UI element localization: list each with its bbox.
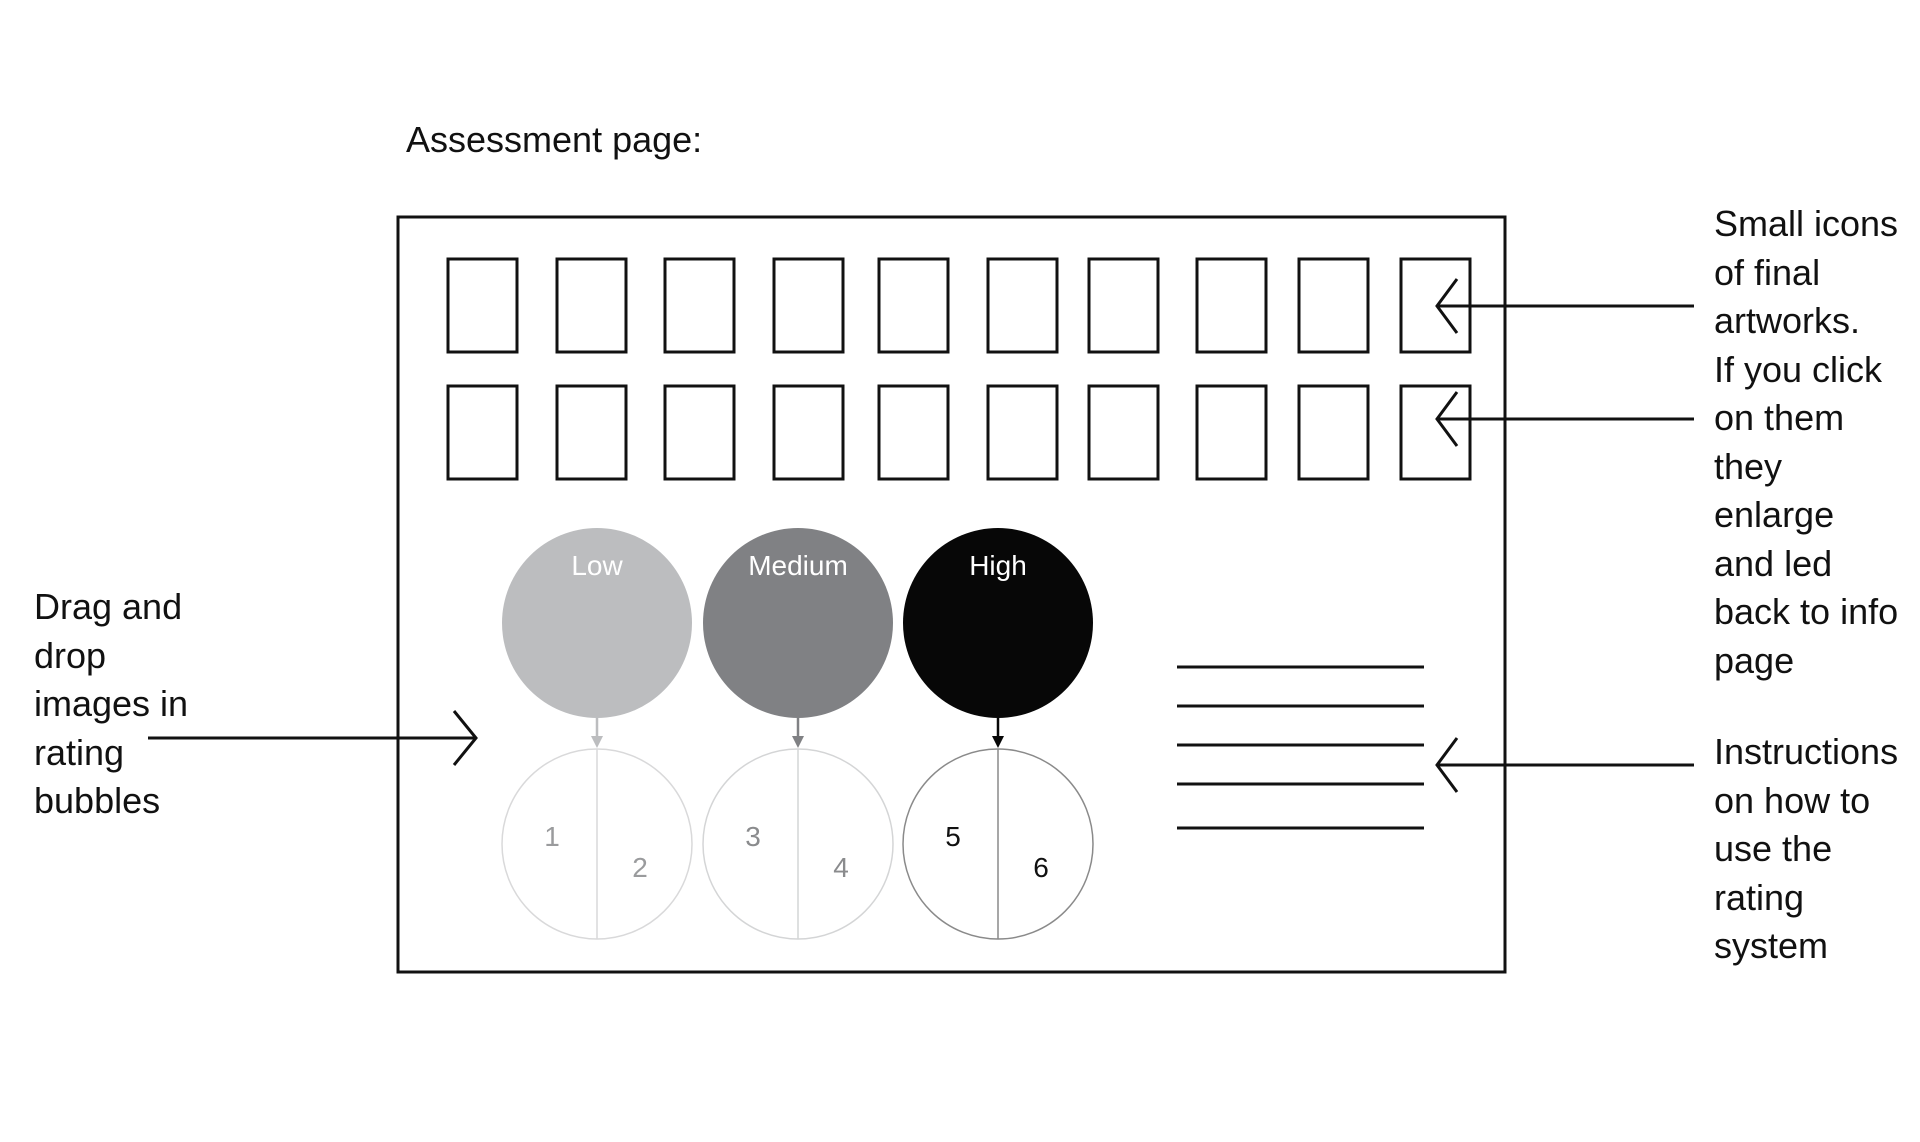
note-thumbnails: Small icons of final artworks. If you click… (1714, 200, 1898, 685)
arrow-head-icon (992, 736, 1004, 748)
artwork-thumbnail[interactable] (877, 384, 950, 481)
note-line: images in (34, 683, 189, 724)
drop-slot-number[interactable]: 6 (1033, 852, 1049, 883)
artwork-thumbnail[interactable] (1195, 257, 1268, 354)
rating-bubble-circle[interactable] (703, 528, 893, 718)
drop-slot-number[interactable]: 4 (833, 852, 849, 883)
note-instructions: Instructions on how to use the rating system (1714, 728, 1898, 971)
artwork-thumbnail[interactable] (1195, 384, 1268, 481)
note-line: rating (1714, 876, 1805, 918)
note-line: drop (34, 634, 107, 676)
rating-bubble-circle[interactable] (903, 528, 1093, 718)
annotation-arrows (148, 278, 1694, 793)
note-line: artworks. (1714, 300, 1861, 341)
artwork-thumbnail[interactable] (1087, 384, 1160, 481)
page-title: Assessment page: (406, 119, 703, 160)
drop-zone[interactable]: 12 (501, 748, 693, 940)
artwork-thumbnail[interactable] (986, 257, 1059, 354)
note-line: Instructions (1714, 731, 1899, 772)
arrow-head-icon (591, 736, 603, 748)
thumbnail-grid (446, 257, 1472, 481)
note-line: on them (1714, 397, 1845, 438)
note-line: and led (1714, 542, 1833, 584)
drop-slot-number[interactable]: 3 (745, 821, 761, 852)
drop-zone[interactable]: 34 (702, 748, 894, 940)
drop-slot-number[interactable]: 5 (945, 821, 961, 852)
artwork-thumbnail[interactable] (986, 384, 1059, 481)
artwork-thumbnail[interactable] (446, 384, 519, 481)
rating-bubble-circle[interactable] (502, 528, 692, 718)
artwork-thumbnail[interactable] (446, 257, 519, 354)
arrow-to-instructions (1435, 737, 1694, 793)
note-line: If you click (1714, 348, 1883, 390)
artwork-thumbnail[interactable] (1297, 257, 1370, 354)
note-line: of final (1714, 251, 1821, 293)
note-line: Drag and (34, 586, 183, 627)
drop-slot-number[interactable]: 1 (544, 821, 560, 852)
artwork-thumbnail[interactable] (772, 384, 845, 481)
artwork-thumbnail[interactable] (1297, 384, 1370, 481)
rating-bubble-label: Low (571, 550, 623, 581)
artwork-thumbnail[interactable] (772, 257, 845, 354)
note-line: rating (34, 731, 125, 773)
rating-bubble-label: High (969, 550, 1027, 581)
arrow-to-rating-bubbles (148, 710, 478, 766)
screen-frame (396, 215, 1507, 974)
note-line: they (1714, 445, 1783, 487)
artwork-thumbnail[interactable] (663, 257, 736, 354)
note-line: Small icons (1714, 203, 1899, 244)
arrow-to-thumbnail-row-2 (1435, 391, 1694, 447)
artwork-thumbnail[interactable] (1399, 384, 1472, 481)
artwork-thumbnail[interactable] (555, 257, 628, 354)
note-line: enlarge (1714, 494, 1835, 535)
note-line: on how to (1714, 779, 1871, 821)
note-line: bubbles (34, 780, 161, 821)
artwork-thumbnail[interactable] (1087, 257, 1160, 354)
arrow-head-icon (792, 736, 804, 748)
note-line: use the (1714, 828, 1833, 869)
drop-slot-number[interactable]: 2 (632, 852, 648, 883)
drop-zone[interactable]: 56 (902, 748, 1094, 940)
note-drag-drop: Drag and drop images in rating bubbles (34, 583, 188, 826)
artwork-thumbnail[interactable] (555, 384, 628, 481)
note-line: back to info (1714, 591, 1899, 632)
note-line: system (1714, 925, 1829, 966)
artwork-thumbnail[interactable] (877, 257, 950, 354)
rating-bubble-label: Medium (748, 550, 848, 581)
instruction-lines (1177, 665, 1424, 830)
artwork-thumbnail[interactable] (663, 384, 736, 481)
note-line: page (1714, 639, 1795, 681)
arrow-to-thumbnail-row-1 (1435, 278, 1694, 334)
